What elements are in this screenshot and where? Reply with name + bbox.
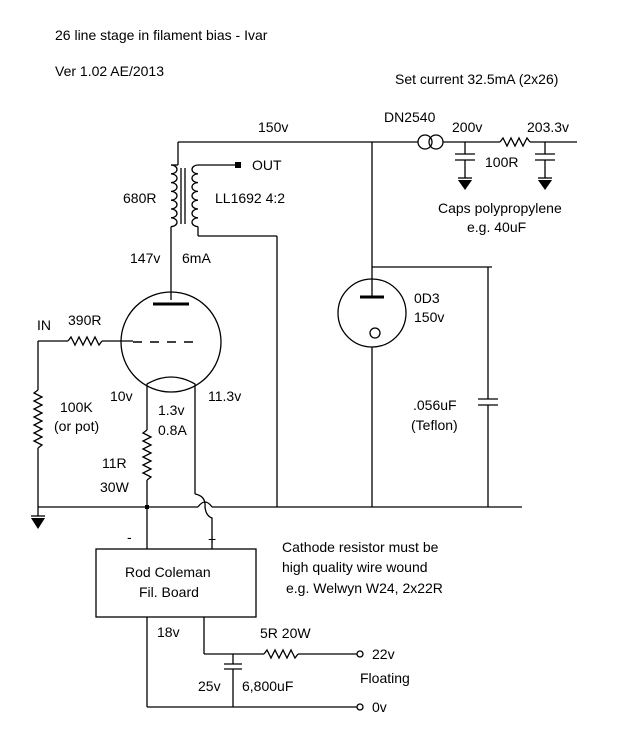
version-label: Ver 1.02 AE/2013 bbox=[55, 63, 164, 79]
ground-icon bbox=[31, 507, 45, 529]
capacitor-25v-label: 25v bbox=[198, 678, 221, 694]
board-label-line2: Fil. Board bbox=[139, 584, 199, 600]
board-label-line1: Rod Coleman bbox=[125, 564, 211, 580]
supply-cap-2 bbox=[535, 142, 555, 178]
out-label: OUT bbox=[252, 157, 282, 173]
out-terminal-icon bbox=[235, 162, 241, 168]
diagram-title: 26 line stage in filament bias - Ivar bbox=[55, 27, 268, 43]
resistor-100r-label: 100R bbox=[485, 154, 518, 170]
node-203v-label: 203.3v bbox=[527, 119, 569, 135]
input-label: IN bbox=[37, 317, 51, 333]
triode-tube bbox=[120, 291, 222, 394]
plate-current-label: 6mA bbox=[182, 250, 211, 266]
reservoir-capacitor bbox=[224, 654, 242, 707]
capacitor-6800uf-label: 6,800uF bbox=[242, 678, 293, 694]
filament-board bbox=[95, 548, 257, 618]
dn2540-label: DN2540 bbox=[384, 109, 436, 125]
teflon-label: (Teflon) bbox=[411, 417, 458, 433]
supply-cap-1 bbox=[455, 142, 475, 178]
resistor-5r-label: 5R 20W bbox=[260, 625, 311, 641]
ground-icon bbox=[538, 177, 552, 190]
filament-current-label: 0.8A bbox=[158, 422, 187, 438]
cathode-note-line3: e.g. Welwyn W24, 2x22R bbox=[286, 580, 443, 596]
supply-22v-label: 22v bbox=[372, 646, 395, 662]
cathode-note-line1: Cathode resistor must be bbox=[282, 539, 439, 555]
plate-voltage-label: 147v bbox=[130, 250, 160, 266]
capacitor-056uf-label: .056uF bbox=[413, 397, 457, 413]
resistor-390r-label: 390R bbox=[68, 312, 101, 328]
grid-stopper-resistor bbox=[38, 335, 133, 347]
output-transformer bbox=[170, 142, 278, 507]
node-200v-label: 200v bbox=[452, 119, 482, 135]
resistor-11r-label: 11R bbox=[102, 455, 127, 471]
pot-label: (or pot) bbox=[54, 418, 99, 434]
od3-label: 0D3 bbox=[414, 290, 440, 306]
od3-voltage-label: 150v bbox=[414, 309, 444, 325]
cathode-note-line2: high quality wire wound bbox=[282, 559, 428, 575]
filament-plus-wire bbox=[194, 394, 213, 549]
ground-rail bbox=[38, 501, 522, 508]
transformer-label: LL1692 4:2 bbox=[215, 190, 285, 206]
od3-regulator-tube bbox=[337, 142, 492, 507]
filament-113v-label: 11.3v bbox=[208, 388, 241, 404]
caps-note-line1: Caps polypropylene bbox=[438, 200, 562, 216]
rail-150v-label: 150v bbox=[258, 119, 288, 135]
resistor-100r bbox=[465, 136, 577, 148]
bypass-capacitor bbox=[478, 267, 498, 507]
dn2540-current-source bbox=[417, 134, 465, 150]
resistor-30w-label: 30W bbox=[100, 479, 130, 495]
resistor-680r-label: 680R bbox=[123, 190, 156, 206]
caps-note-line2: e.g. 40uF bbox=[467, 219, 526, 235]
resistor-100k-label: 100K bbox=[60, 399, 93, 415]
set-current-label: Set current 32.5mA (2x26) bbox=[395, 71, 558, 87]
floating-label: Floating bbox=[360, 670, 410, 686]
board-supply-wiring bbox=[146, 617, 364, 711]
supply-0v-label: 0v bbox=[372, 699, 387, 715]
ground-icon bbox=[458, 177, 472, 190]
minus-terminal-label: - bbox=[127, 529, 132, 545]
plus-terminal-label: + bbox=[208, 531, 216, 547]
board-18v-label: 18v bbox=[157, 624, 180, 640]
filament-10v-label: 10v bbox=[110, 388, 133, 404]
cathode-resistor-11r bbox=[141, 394, 153, 549]
grid-leak-resistor bbox=[32, 341, 44, 507]
filament-1v3-label: 1.3v bbox=[158, 402, 184, 418]
